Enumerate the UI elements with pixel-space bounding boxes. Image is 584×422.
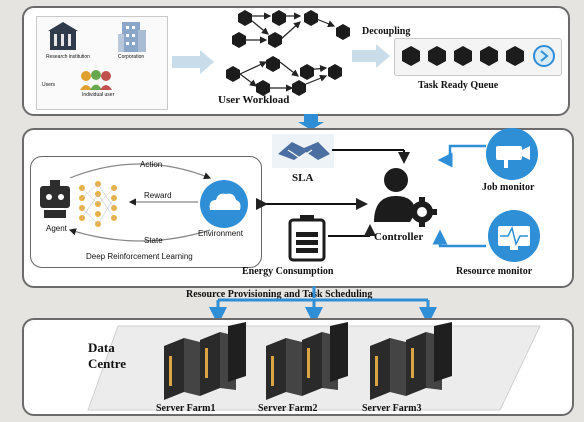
- user-workload-label: User Workload: [218, 94, 290, 106]
- sla-label: SLA: [292, 172, 314, 184]
- users-label: Users: [42, 82, 56, 88]
- job-monitor-label: Job monitor: [482, 182, 535, 193]
- drl-title: Deep Reinforcement Learning: [86, 252, 193, 261]
- drl-reward-label: Reward: [144, 191, 172, 200]
- server-farm-3-label: Server Farm3: [362, 403, 422, 414]
- task-ready-queue-box: [394, 38, 562, 76]
- individual-user-label: Individual user: [82, 92, 115, 98]
- decoupling-label: Decoupling: [362, 26, 411, 37]
- task-ready-queue-label: Task Ready Queue: [418, 80, 499, 91]
- drl-environment-label: Environment: [198, 229, 243, 238]
- resource-monitor-label: Resource monitor: [456, 266, 533, 277]
- energy-consumption-label: Energy Consumption: [242, 266, 334, 277]
- corporation-label: Corporation: [118, 54, 145, 60]
- server-farm-2-label: Server Farm2: [258, 403, 318, 414]
- controller-label: Controller: [374, 231, 424, 243]
- resource-provisioning-label: Resource Provisioning and Task Schedulin…: [184, 289, 375, 300]
- server-farm-1-label: Server Farm1: [156, 403, 216, 414]
- research-institution-label: Research institution: [46, 54, 90, 60]
- drl-agent-label: Agent: [46, 224, 67, 233]
- drl-state-label: State: [144, 236, 163, 245]
- data-centre-label-line1: Data: [88, 340, 115, 355]
- drl-action-label: Action: [140, 160, 163, 169]
- data-centre-label-line2: Centre: [88, 356, 127, 371]
